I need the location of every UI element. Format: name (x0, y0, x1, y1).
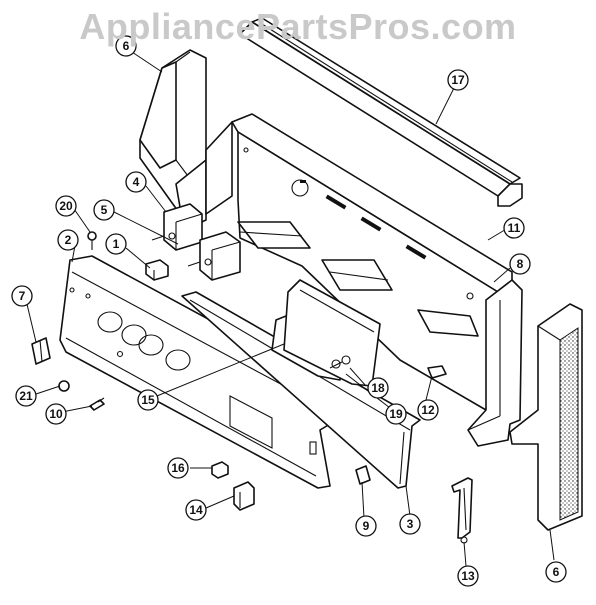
svg-text:8: 8 (517, 257, 524, 271)
part-8-side-bracket (467, 279, 523, 447)
callout-14: 14 (185, 499, 207, 521)
svg-text:9: 9 (363, 519, 370, 533)
part-16-indicator-light (211, 461, 229, 479)
callout-5: 5 (93, 199, 115, 221)
callout-7: 7 (11, 285, 33, 307)
part-6-right-end-cap (509, 303, 583, 531)
svg-text:17: 17 (451, 73, 465, 87)
part-10-screw (89, 397, 105, 411)
callout-21: 21 (15, 385, 37, 407)
svg-text:3: 3 (407, 517, 414, 531)
svg-text:6: 6 (123, 39, 130, 53)
part-19-screws (329, 355, 351, 369)
callout-13: 13 (457, 565, 479, 587)
part-1-clip (145, 259, 169, 281)
part-9-cap (355, 465, 371, 485)
svg-text:12: 12 (421, 403, 435, 417)
svg-text:13: 13 (461, 569, 475, 583)
callout-4: 4 (125, 171, 147, 193)
callout-6-upper: 6 (115, 35, 137, 57)
svg-text:16: 16 (171, 461, 185, 475)
callout-20: 20 (55, 195, 77, 217)
svg-text:4: 4 (133, 175, 140, 189)
callout-8: 8 (509, 253, 531, 275)
callout-3: 3 (399, 513, 421, 535)
svg-text:10: 10 (49, 407, 63, 421)
svg-text:6: 6 (553, 565, 560, 579)
callout-1: 1 (105, 233, 127, 255)
svg-text:18: 18 (371, 381, 385, 395)
part-13-bracket (451, 477, 473, 544)
callout-15: 15 (137, 389, 159, 411)
svg-text:20: 20 (59, 199, 73, 213)
svg-text:2: 2 (65, 233, 72, 247)
part-5-switch (187, 231, 241, 281)
svg-text:15: 15 (141, 393, 155, 407)
part-20-screw (87, 231, 97, 250)
part-14-rocker-switch (233, 481, 255, 511)
site-watermark: AppliancePartsPros.com (79, 6, 517, 47)
part-21-nut (58, 380, 70, 392)
svg-text:14: 14 (189, 503, 203, 517)
svg-text:1: 1 (113, 237, 120, 251)
callout-11: 11 (503, 217, 525, 239)
callout-6-lower: 6 (545, 561, 567, 583)
svg-text:19: 19 (389, 407, 403, 421)
callout-10: 10 (45, 403, 67, 425)
part-6-left-end-cap (139, 49, 207, 231)
callout-2: 2 (57, 229, 79, 251)
part-11-panel-back (205, 113, 517, 411)
svg-text:21: 21 (19, 389, 33, 403)
svg-text:11: 11 (508, 221, 521, 235)
part-17-top-trim-bar (239, 17, 523, 207)
callout-12: 12 (417, 399, 439, 421)
callout-9: 9 (355, 515, 377, 537)
part-12-clip (427, 365, 447, 379)
callout-17: 17 (447, 69, 469, 91)
callout-19: 19 (385, 403, 407, 425)
part-7-knob (31, 337, 51, 365)
callout-16: 16 (167, 457, 189, 479)
svg-text:7: 7 (19, 289, 26, 303)
callout-18: 18 (367, 377, 389, 399)
svg-text:5: 5 (101, 203, 108, 217)
